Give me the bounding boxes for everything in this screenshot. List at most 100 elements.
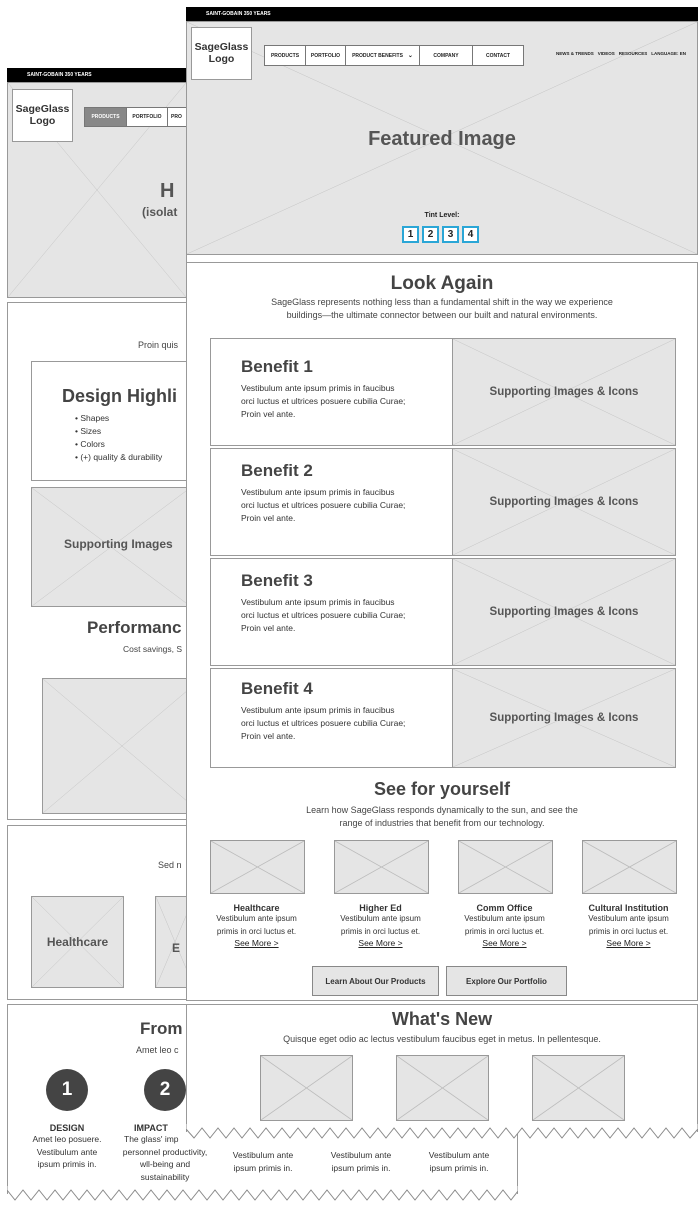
whats-new-panel: What's New Quisque eget odio ac lectus v… bbox=[186, 1004, 698, 1132]
util-videos[interactable]: VIDEOS bbox=[597, 51, 615, 56]
nav-portfolio[interactable]: PORTFOLIO bbox=[305, 45, 346, 66]
back-col-5: Vestibulum ante ipsum primis in. bbox=[414, 1149, 504, 1174]
news-item-2-image[interactable] bbox=[396, 1055, 489, 1121]
industry-cultural-institution: Cultural Institution Vestibulum ante ips… bbox=[582, 840, 677, 948]
back-torn-edge bbox=[7, 1186, 518, 1201]
industry-text: primis in orci luctus et. bbox=[588, 926, 669, 936]
industry-title: Higher Ed bbox=[359, 903, 402, 913]
see-more-link[interactable]: See More > bbox=[358, 938, 403, 948]
benefit-line: Vestibulum ante ipsum primis in faucibus bbox=[241, 487, 395, 497]
back-nav-pro[interactable]: PRO bbox=[167, 107, 192, 127]
benefit-card-2: Benefit 2 Vestibulum ante ipsum primis i… bbox=[210, 448, 676, 556]
back-step-2-circle: 2 bbox=[144, 1069, 186, 1111]
benefit-line: Proin vel ante. bbox=[241, 623, 296, 633]
benefit-line: Proin vel ante. bbox=[241, 731, 296, 741]
learn-products-button[interactable]: Learn About Our Products bbox=[312, 966, 439, 996]
tint-level-3-button[interactable]: 3 bbox=[442, 226, 459, 243]
look-again-title: Look Again bbox=[390, 273, 494, 294]
news-item-1-image[interactable] bbox=[260, 1055, 353, 1121]
news-item-3-image[interactable] bbox=[532, 1055, 625, 1121]
back-col-line: ipsum primis in. bbox=[331, 1162, 391, 1173]
nav-company[interactable]: COMPANY bbox=[419, 45, 473, 66]
benefit-line: Proin vel ante. bbox=[241, 513, 296, 523]
industry-higher-ed-image[interactable] bbox=[334, 840, 429, 894]
back-step-1: DESIGN Amet leo posuere. Vestibulum ante… bbox=[8, 1123, 126, 1171]
front-logo-line1: SageGlass bbox=[194, 41, 249, 54]
industry-healthcare-image[interactable] bbox=[210, 840, 305, 894]
benefit-2-title: Benefit 2 bbox=[241, 461, 313, 480]
see-more-link[interactable]: See More > bbox=[606, 938, 651, 948]
benefit-3-title: Benefit 3 bbox=[241, 571, 313, 590]
benefit-line: orci luctus et ultrices posuere cubilia … bbox=[241, 396, 406, 406]
back-section-1: Proin quis Design Highli • Shapes • Size… bbox=[7, 302, 202, 820]
back-step-1-title: DESIGN bbox=[49, 1123, 85, 1133]
back-col-line: Vestibulum ante bbox=[232, 1150, 294, 1160]
benefit-3-text-box: Benefit 3 Vestibulum ante ipsum primis i… bbox=[210, 558, 453, 666]
see-subtitle: Learn how SageGlass responds dynamically… bbox=[187, 804, 697, 830]
industry-cultural-image[interactable] bbox=[582, 840, 677, 894]
industry-title: Comm Office bbox=[476, 903, 533, 913]
see-title: See for yourself bbox=[373, 779, 511, 799]
back-design-title: Design Highli bbox=[62, 386, 178, 406]
tint-level-1-button[interactable]: 1 bbox=[402, 226, 419, 243]
benefit-2-text-box: Benefit 2 Vestibulum ante ipsum primis i… bbox=[210, 448, 453, 556]
back-step-1-circle: 1 bbox=[46, 1069, 88, 1111]
nav-product-benefits[interactable]: PRODUCT BENEFITS ⌄ bbox=[345, 45, 420, 66]
nav-products[interactable]: PRODUCTS bbox=[264, 45, 306, 66]
nav-contact[interactable]: CONTACT bbox=[472, 45, 524, 66]
back-hero-title: H bbox=[160, 180, 175, 202]
back-design-box: Design Highli • Shapes • Sizes • Colors … bbox=[31, 361, 191, 481]
back-performance-placeholder bbox=[42, 678, 202, 814]
industry-title: Cultural Institution bbox=[588, 903, 669, 913]
benefit-2-image-label: Supporting Images & Icons bbox=[489, 496, 639, 508]
benefit-line: orci luctus et ultrices posuere cubilia … bbox=[241, 500, 406, 510]
util-news-trends[interactable]: NEWS & TRENDS bbox=[556, 51, 594, 56]
tint-level-4-button[interactable]: 4 bbox=[462, 226, 479, 243]
back-bullet: • (+) quality & durability bbox=[75, 452, 163, 462]
back-healthcare-tile[interactable]: Healthcare bbox=[31, 896, 124, 988]
back-col-line: Vestibulum ante bbox=[428, 1150, 490, 1160]
back-bullet: • Colors bbox=[75, 439, 105, 449]
benefit-card-3: Benefit 3 Vestibulum ante ipsum primis i… bbox=[210, 558, 676, 666]
industry-comm-office-image[interactable] bbox=[458, 840, 553, 894]
nav-product-benefits-label: PRODUCT BENEFITS bbox=[352, 52, 403, 59]
benefit-1-text-box: Benefit 1 Vestibulum ante ipsum primis i… bbox=[210, 338, 453, 446]
front-logo-line2: Logo bbox=[208, 52, 235, 65]
back-logo-line2: Logo bbox=[29, 114, 56, 127]
industry-text: Vestibulum ante ipsum bbox=[464, 914, 545, 923]
back-sed-text: Sed n bbox=[158, 860, 182, 870]
benefit-1-image-label: Supporting Images & Icons bbox=[489, 386, 639, 398]
back-logo-line1: SageGlass bbox=[15, 103, 70, 116]
industry-text: primis in orci luctus et. bbox=[216, 926, 297, 936]
back-col-line: ipsum primis in. bbox=[233, 1162, 293, 1173]
tint-level-2-button[interactable]: 2 bbox=[422, 226, 439, 243]
benefit-1-title: Benefit 1 bbox=[241, 357, 313, 376]
back-amet-text: Amet leo c bbox=[136, 1045, 179, 1055]
benefit-3-image: Supporting Images & Icons bbox=[452, 558, 676, 666]
see-more-link[interactable]: See More > bbox=[482, 938, 527, 948]
util-language[interactable]: LANGUAGE: EN bbox=[651, 51, 687, 56]
benefit-line: Proin vel ante. bbox=[241, 409, 296, 419]
look-sub-line: SageGlass represents nothing less than a… bbox=[271, 297, 613, 307]
see-sub-line: range of industries that benefit from ou… bbox=[339, 818, 545, 828]
benefit-card-1: Benefit 1 Vestibulum ante ipsum primis i… bbox=[210, 338, 676, 446]
util-resources[interactable]: RESOURCES bbox=[618, 51, 648, 56]
back-col-line: ipsum primis in. bbox=[429, 1162, 489, 1173]
chevron-down-icon: ⌄ bbox=[407, 53, 413, 59]
benefit-4-text: Vestibulum ante ipsum primis in faucibus… bbox=[241, 704, 405, 743]
industry-text: Vestibulum ante ipsum bbox=[340, 914, 421, 923]
benefit-2-image: Supporting Images & Icons bbox=[452, 448, 676, 556]
front-torn-edge bbox=[186, 1124, 698, 1139]
back-col-line: Vestibulum ante bbox=[330, 1150, 392, 1160]
explore-portfolio-button[interactable]: Explore Our Portfolio bbox=[446, 966, 567, 996]
see-more-link[interactable]: See More > bbox=[234, 938, 279, 948]
back-bullet: • Shapes bbox=[75, 413, 110, 423]
industry-healthcare: Healthcare Vestibulum ante ipsum primis … bbox=[210, 840, 305, 948]
back-top-bar: SAINT-GOBAIN 350 YEARS bbox=[7, 68, 187, 82]
back-supporting-placeholder: Supporting Images bbox=[31, 487, 191, 607]
back-step-1-line: ipsum primis in. bbox=[37, 1159, 97, 1169]
back-nav: PRODUCTS PORTFOLIO PRO bbox=[84, 107, 192, 127]
